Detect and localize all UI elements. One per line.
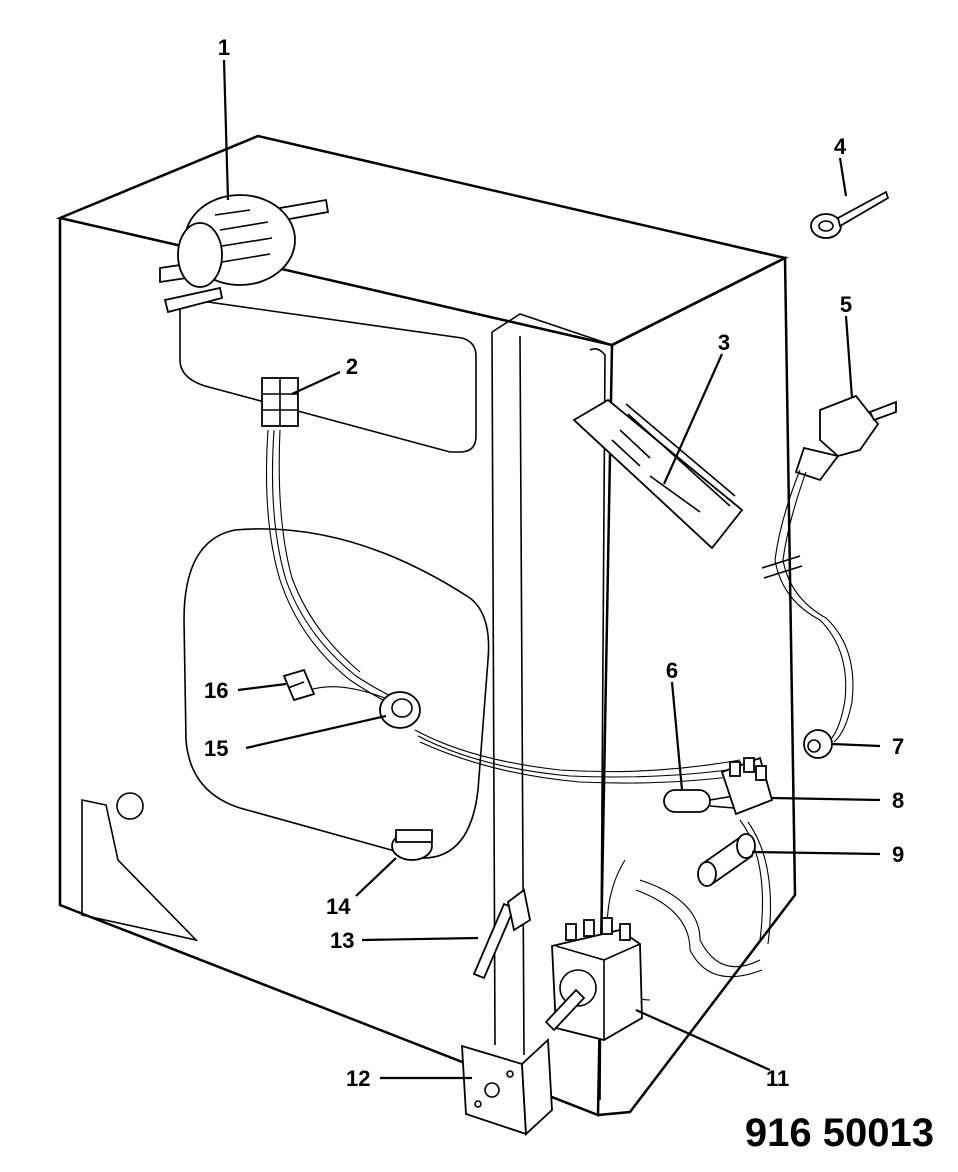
wiring-harness [265, 429, 772, 1001]
grommet-part [803, 729, 833, 759]
label-9: 9 [892, 842, 904, 867]
switch-part [472, 888, 532, 980]
label-16: 16 [204, 678, 228, 703]
label-8: 8 [892, 788, 904, 813]
door-switch-part [282, 668, 316, 702]
part-labels: 1 2 3 4 5 6 7 8 9 11 12 13 14 15 16 [204, 35, 904, 1091]
label-5: 5 [840, 292, 852, 317]
cabinet [55, 134, 797, 1117]
label-12: 12 [346, 1066, 370, 1091]
label-13: 13 [330, 928, 354, 953]
motor-part [159, 194, 330, 314]
circuit-board-part [572, 398, 744, 550]
drawing-code: 916 50013 [745, 1111, 934, 1155]
clamp-ring-part [379, 691, 421, 729]
earth-lug-part [810, 190, 890, 239]
mains-plug-part [761, 394, 897, 743]
label-7: 7 [892, 734, 904, 759]
label-2: 2 [346, 354, 358, 379]
label-1: 1 [218, 35, 230, 60]
lamp-part [663, 789, 735, 813]
capacitor-part [697, 833, 756, 887]
bracket-part [461, 1038, 553, 1136]
label-14: 14 [326, 894, 351, 919]
terminal-block-part [720, 756, 774, 816]
label-4: 4 [834, 134, 847, 159]
leader-lines [222, 59, 881, 1080]
label-11: 11 [766, 1066, 789, 1091]
thermostat-part [391, 829, 433, 861]
label-6: 6 [666, 658, 678, 683]
label-15: 15 [204, 736, 228, 761]
label-3: 3 [718, 330, 730, 355]
programmer-part [544, 917, 643, 1041]
connector-part [261, 377, 299, 427]
